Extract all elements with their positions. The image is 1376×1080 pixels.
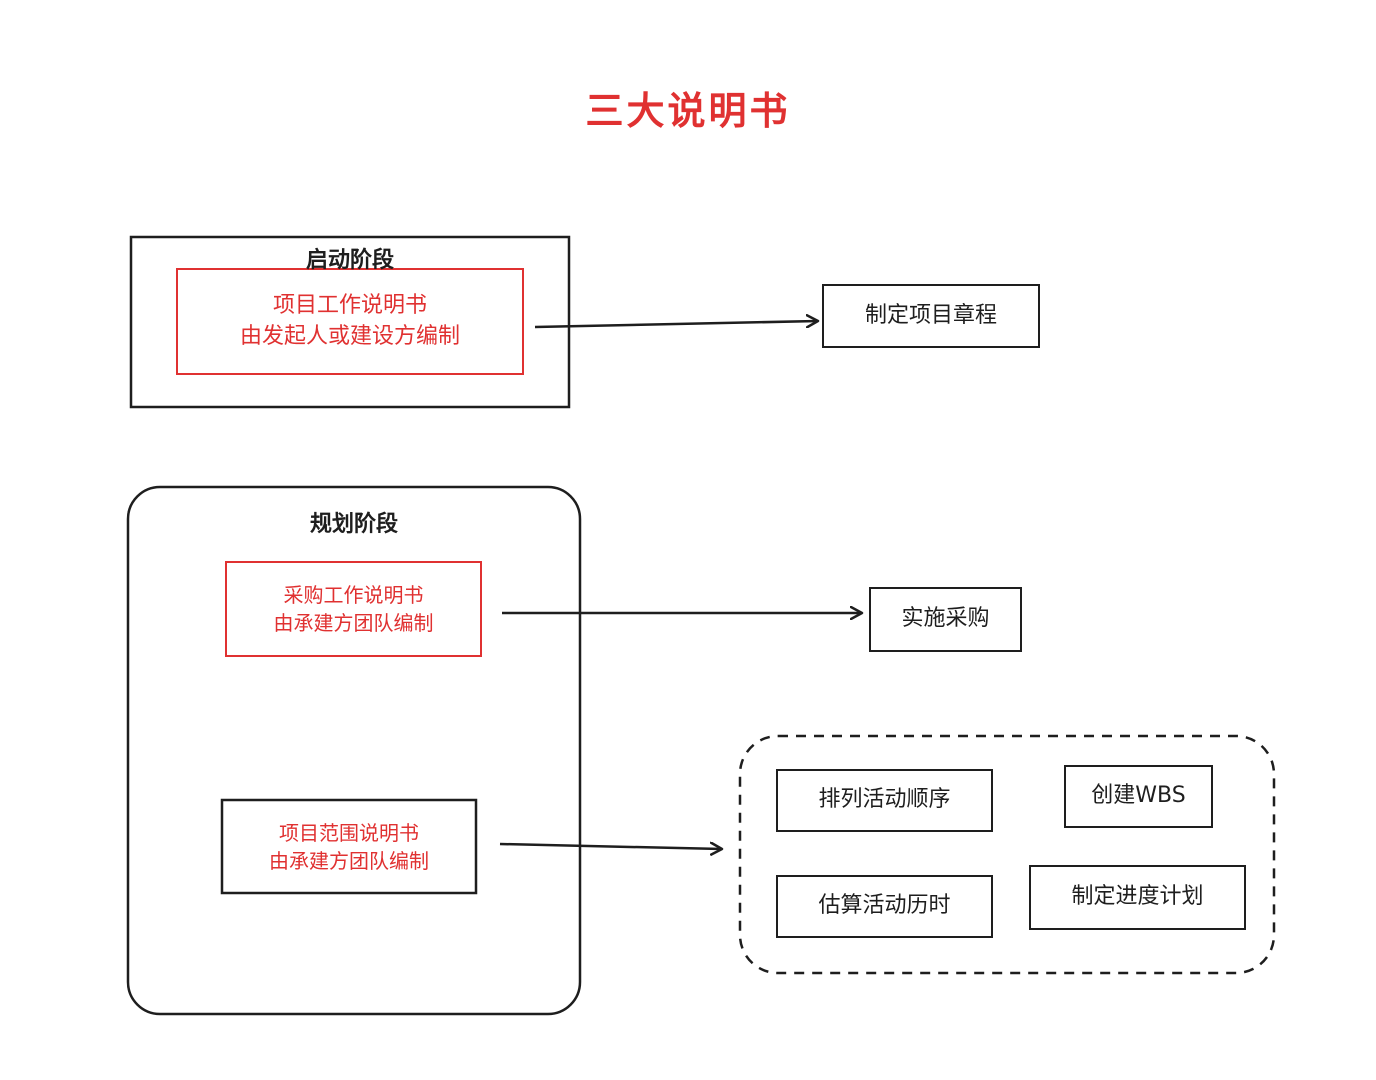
project-sow-box: 项目工作说明书 由发起人或建设方编制 bbox=[177, 269, 523, 374]
sequence-activities-frame bbox=[776, 769, 993, 832]
diagram-title: 三大说明书 bbox=[585, 89, 791, 133]
planning-stage-frame bbox=[126, 485, 582, 1016]
initiation-stage-label: 启动阶段 bbox=[305, 248, 394, 273]
procurement-sow-box: 采购工作说明书 由承建方团队编制 bbox=[226, 562, 481, 656]
scope-statement-frame bbox=[220, 798, 478, 895]
procurement-sow-author: 由承建方团队编制 bbox=[273, 611, 434, 635]
activities-group-frame bbox=[738, 734, 1276, 975]
create-wbs-frame bbox=[1064, 765, 1213, 828]
project-sow-title: 项目工作说明书 bbox=[272, 292, 427, 318]
project-sow-author: 由发起人或建设方编制 bbox=[239, 323, 460, 349]
create-wbs-box: 创建WBS bbox=[1091, 783, 1186, 809]
arrow-sow-to-charter bbox=[534, 321, 818, 327]
develop-schedule-frame bbox=[1029, 865, 1246, 930]
scope-statement-title: 项目范围说明书 bbox=[279, 820, 419, 845]
scope-statement-box: 项目范围说明书 由承建方团队编制 bbox=[222, 800, 476, 893]
charter-frame bbox=[822, 284, 1040, 348]
procurement-sow-frame bbox=[225, 561, 482, 657]
planning-stage-label: 规划阶段 bbox=[309, 512, 398, 537]
estimate-durations-frame bbox=[776, 875, 993, 938]
scope-statement-author: 由承建方团队编制 bbox=[269, 848, 429, 873]
initiation-stage-frame bbox=[129, 235, 571, 409]
project-sow-frame bbox=[176, 268, 524, 375]
conduct-procurement-frame bbox=[869, 587, 1022, 652]
sequence-activities-box: 排列活动顺序 bbox=[818, 787, 951, 813]
arrow-scope-to-activities bbox=[499, 844, 722, 849]
conduct-procurement-box: 实施采购 bbox=[901, 606, 990, 632]
develop-schedule-box: 制定进度计划 bbox=[1071, 884, 1204, 910]
procurement-sow-title: 采购工作说明书 bbox=[283, 583, 424, 607]
estimate-durations-box: 估算活动历时 bbox=[818, 893, 951, 919]
charter-box: 制定项目章程 bbox=[864, 302, 997, 328]
